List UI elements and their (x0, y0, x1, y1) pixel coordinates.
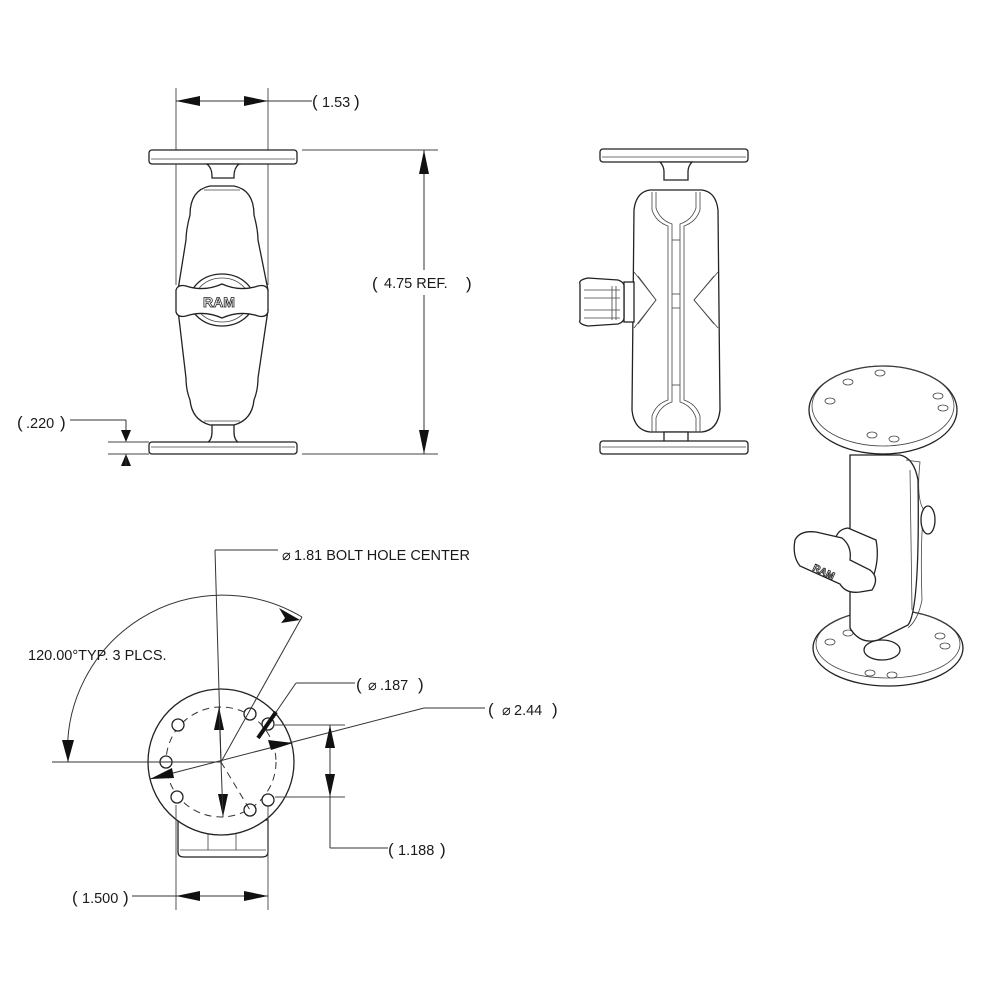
svg-text:(: ( (372, 274, 378, 293)
dimension-hole-spacing-vertical: ( 1.188 ) (275, 724, 446, 859)
ram-logo: RAM (203, 294, 235, 310)
dim-label-.187: .187 (380, 678, 408, 694)
dimension-angle: 120.00°TYP. 3 PLCS. (28, 594, 303, 763)
svg-text:): ) (552, 700, 558, 719)
svg-text:): ) (466, 274, 472, 293)
dim-label-2.44: 2.44 (514, 703, 542, 719)
svg-text:(: ( (17, 413, 23, 432)
dim-label-bolt-hole-center: 1.81 BOLT HOLE CENTER (294, 548, 470, 564)
front-view: ( 1.53 ) RAM (17, 88, 472, 466)
dimension-overall-height: ( 4.75 REF. ) (302, 149, 472, 455)
svg-text:⌀: ⌀ (368, 678, 377, 694)
svg-text:): ) (60, 413, 66, 432)
svg-text:⌀: ⌀ (502, 703, 511, 719)
dimension-hole-diameter: ( ⌀ .187 ) (256, 675, 424, 740)
svg-text:(: ( (356, 675, 362, 694)
dimension-hole-spacing-horizontal: ( 1.500 ) (72, 805, 269, 910)
dimension-base-thickness: ( .220 ) (17, 413, 149, 466)
dimension-base-width: ( 1.53 ) (175, 88, 360, 285)
svg-text:(: ( (72, 888, 78, 907)
svg-text:⌀: ⌀ (282, 548, 291, 564)
dimension-base-diameter: ( ⌀ 2.44 ) (149, 700, 558, 780)
svg-text:): ) (354, 92, 360, 111)
svg-text:(: ( (312, 92, 318, 111)
svg-text:): ) (440, 840, 446, 859)
side-knob (579, 277, 635, 327)
isometric-view: RAM (793, 365, 964, 687)
svg-text:(: ( (488, 700, 494, 719)
dim-label-4.75-ref: 4.75 REF. (384, 276, 448, 292)
dim-label-.220: .220 (26, 416, 54, 432)
svg-text:): ) (418, 675, 424, 694)
dim-label-1.53: 1.53 (322, 95, 350, 111)
side-view (579, 148, 749, 455)
svg-text:(: ( (388, 840, 394, 859)
ram-knob: RAM (175, 273, 269, 327)
dim-label-1.188: 1.188 (398, 843, 434, 859)
dim-label-1.500: 1.500 (82, 891, 118, 907)
dim-label-120-deg: 120.00°TYP. 3 PLCS. (28, 648, 167, 664)
svg-text:): ) (123, 888, 129, 907)
bottom-view: ⌀ 1.81 BOLT HOLE CENTER 120.00°TYP. 3 PL… (28, 548, 558, 910)
